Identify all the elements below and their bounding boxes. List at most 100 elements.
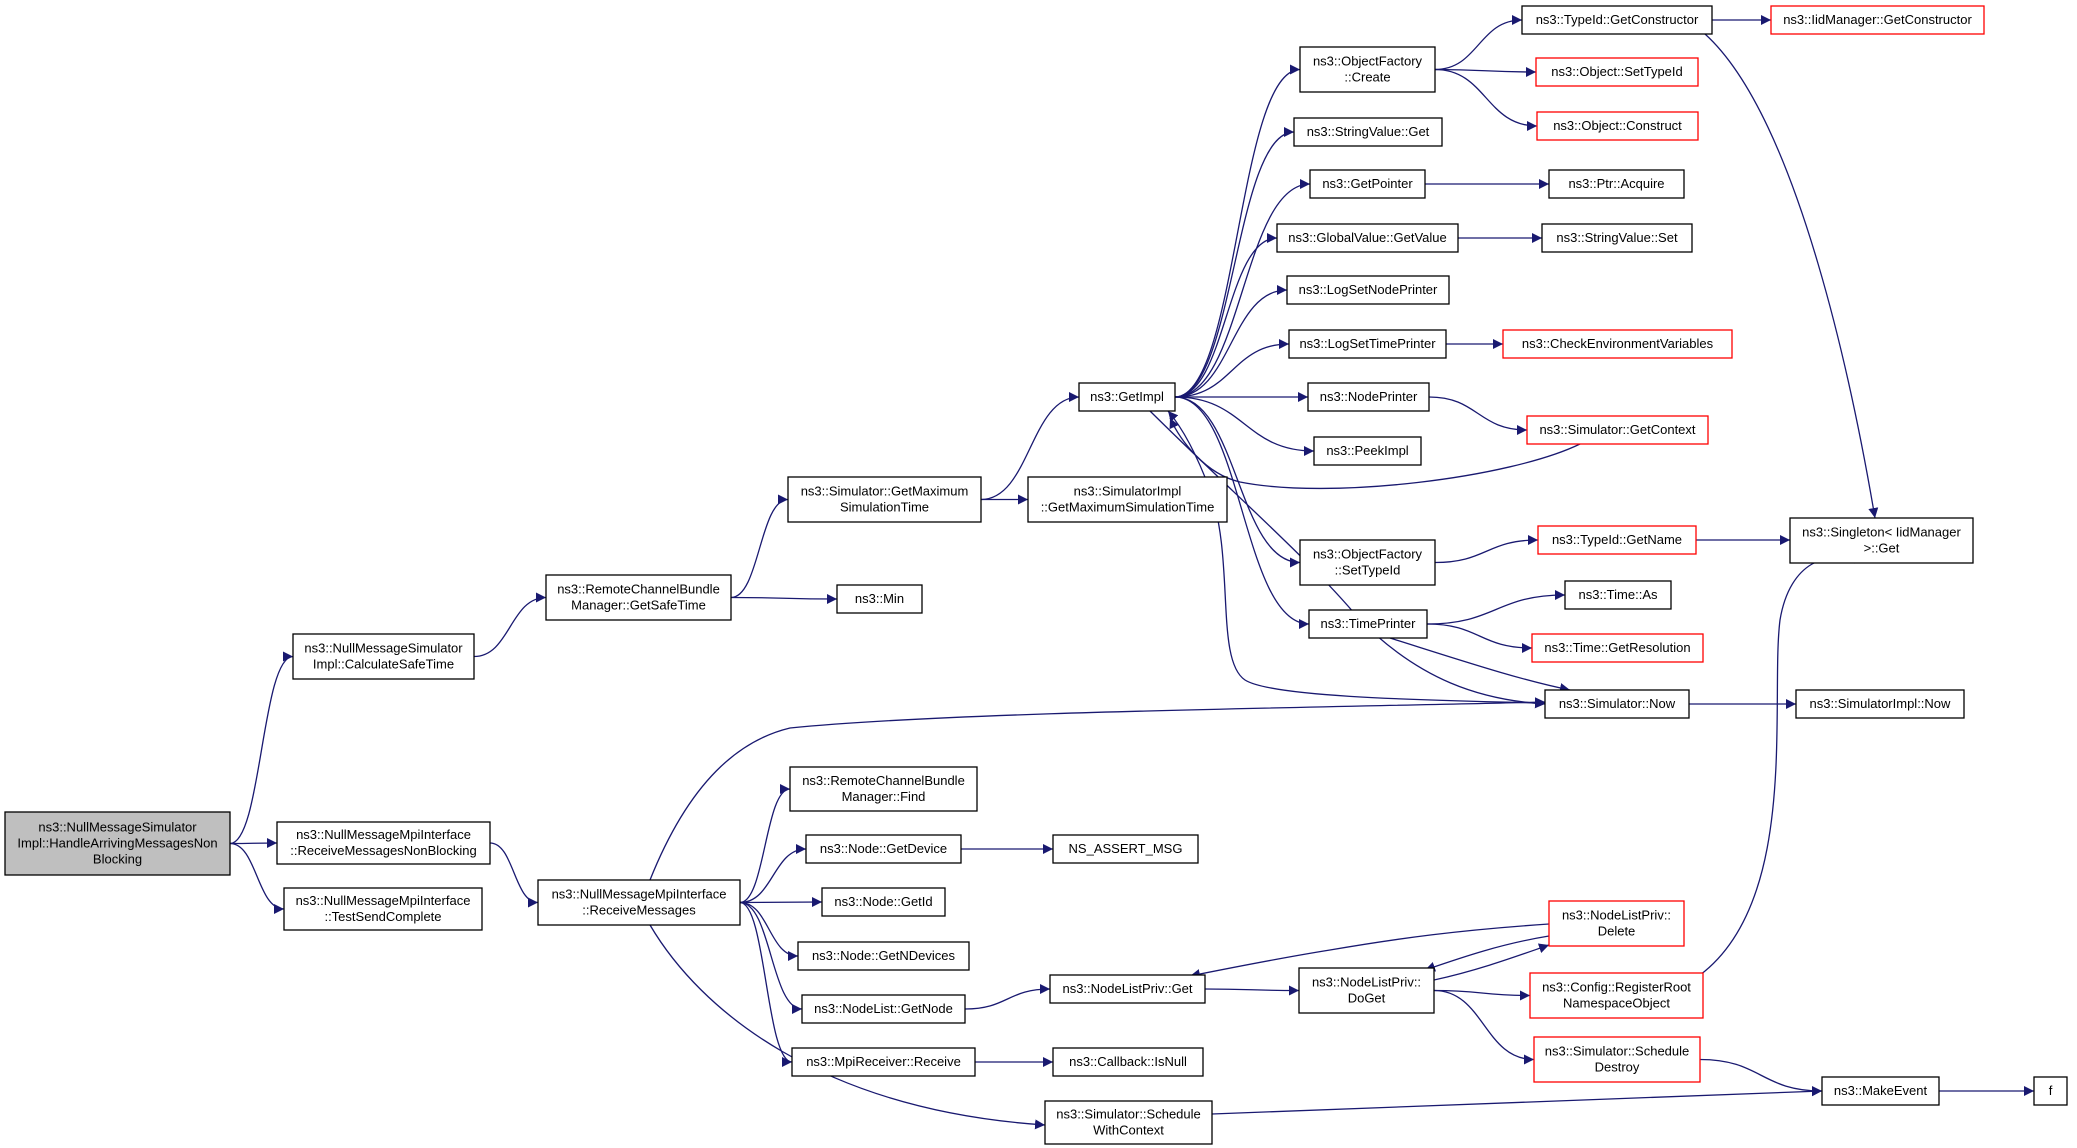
node-label-line: ns3::StringValue::Get <box>1307 124 1430 139</box>
edge-recvMsgs-to-nodeGetDevice <box>739 844 807 904</box>
node-simGetMaxSimTime[interactable]: ns3::Simulator::GetMaximumSimulationTime <box>787 476 982 523</box>
node-nodeGetNDevices[interactable]: ns3::Node::GetNDevices <box>797 941 970 971</box>
edge-getImpl-to-logSetNodePrinter <box>1174 285 1288 398</box>
node-box <box>1789 517 1974 564</box>
node-singletonGet[interactable]: ns3::Singleton< IidManager>::Get <box>1789 517 1974 564</box>
node-label-line: Impl::HandleArrivingMessagesNon <box>17 836 217 851</box>
node-box <box>1027 476 1228 523</box>
edge-timePrinter-to-timeGetRes <box>1426 623 1533 653</box>
node-label-line: ::TestSendComplete <box>324 909 441 924</box>
node-min[interactable]: ns3::Min <box>836 584 923 614</box>
node-label-line: ns3::Simulator::GetMaximum <box>801 484 969 499</box>
node-nlpDelete[interactable]: ns3::NodeListPriv::Delete <box>1548 900 1685 947</box>
node-testSendComplete[interactable]: ns3::NullMessageMpiInterface::TestSendCo… <box>283 887 483 931</box>
node-timeGetRes[interactable]: ns3::Time::GetResolution <box>1531 633 1704 663</box>
node-ptrAcquire[interactable]: ns3::Ptr::Acquire <box>1548 169 1685 199</box>
edge-ofCreate-to-objConstruct <box>1434 68 1538 131</box>
node-timePrinter[interactable]: ns3::TimePrinter <box>1308 609 1428 639</box>
edge-calcSafeTime-to-getSafeTime <box>473 592 547 658</box>
edge-path <box>473 592 547 658</box>
node-simImplGetMax[interactable]: ns3::SimulatorImpl::GetMaximumSimulation… <box>1027 476 1228 523</box>
node-label-line: ns3::Simulator::Now <box>1559 696 1676 711</box>
node-box <box>1293 117 1443 147</box>
edge-recvMsgsNB-to-recvMsgs <box>489 842 539 908</box>
node-label-line: ns3::ObjectFactory <box>1313 547 1423 562</box>
node-simGetContext[interactable]: ns3::Simulator::GetContext <box>1526 415 1709 445</box>
node-nlpGet[interactable]: ns3::NodeListPriv::Get <box>1049 974 1206 1004</box>
edge-nodeListGetNode-to-nlpGet <box>964 984 1051 1010</box>
node-box <box>1052 1047 1204 1077</box>
node-recvMsgs[interactable]: ns3::NullMessageMpiInterface::ReceiveMes… <box>537 879 741 926</box>
node-label-line: NS_ASSERT_MSG <box>1069 841 1183 856</box>
edge-getImpl-to-getPointer <box>1174 179 1311 398</box>
node-objSetTypeId[interactable]: ns3::Object::SetTypeId <box>1535 57 1699 87</box>
edge-path <box>730 593 838 604</box>
node-box <box>1299 46 1436 93</box>
edge-ofCreate-to-tidGetCtor <box>1434 15 1523 71</box>
node-label-line: Destroy <box>1595 1060 1640 1075</box>
node-tidGetCtor[interactable]: ns3::TypeId::GetConstructor <box>1521 5 1713 35</box>
node-nodeGetId[interactable]: ns3::Node::GetId <box>821 887 946 917</box>
node-box <box>797 941 970 971</box>
node-timeAs[interactable]: ns3::Time::As <box>1564 580 1672 610</box>
node-nodeListGetNode[interactable]: ns3::NodeList::GetNode <box>801 994 966 1024</box>
node-nodeGetDevice[interactable]: ns3::Node::GetDevice <box>805 834 962 864</box>
node-simImplNow[interactable]: ns3::SimulatorImpl::Now <box>1795 689 1965 719</box>
node-label-line: ns3::NullMessageMpiInterface <box>296 893 471 908</box>
node-mpiReceive[interactable]: ns3::MpiReceiver::Receive <box>791 1047 976 1077</box>
node-label-line: ns3::TimePrinter <box>1321 616 1417 631</box>
node-makeEvent[interactable]: ns3::MakeEvent <box>1821 1076 1940 1106</box>
node-nlpDoGet[interactable]: ns3::NodeListPriv::DoGet <box>1298 967 1435 1014</box>
nodes-layer: ns3::NullMessageSimulatorImpl::HandleArr… <box>4 5 2068 1145</box>
node-f[interactable]: f <box>2033 1076 2068 1106</box>
node-label-line: ::Create <box>1344 70 1390 85</box>
node-label-line: ns3::Time::As <box>1579 587 1658 602</box>
node-label-line: ns3::TypeId::GetConstructor <box>1536 12 1699 27</box>
node-iidGetCtor[interactable]: ns3::IidManager::GetConstructor <box>1770 5 1985 35</box>
node-getPointer[interactable]: ns3::GetPointer <box>1309 169 1426 199</box>
node-tidGetName[interactable]: ns3::TypeId::GetName <box>1537 525 1697 555</box>
node-calcSafeTime[interactable]: ns3::NullMessageSimulatorImpl::Calculate… <box>292 633 475 680</box>
node-getImpl[interactable]: ns3::GetImpl <box>1078 382 1176 412</box>
edge-path <box>1174 179 1311 398</box>
node-peekImpl[interactable]: ns3::PeekImpl <box>1313 436 1422 466</box>
edge-getImpl-to-gvGetValue <box>1174 233 1278 398</box>
node-box <box>1821 1076 1940 1106</box>
node-nodePrinter[interactable]: ns3::NodePrinter <box>1307 382 1430 412</box>
node-box <box>789 766 978 812</box>
edge-path <box>1204 985 1300 996</box>
node-label-line: ::ReceiveMessagesNonBlocking <box>290 843 476 858</box>
node-checkEnvVars[interactable]: ns3::CheckEnvironmentVariables <box>1502 329 1733 359</box>
node-getSafeTime[interactable]: ns3::RemoteChannelBundleManager::GetSafe… <box>545 574 732 621</box>
node-box <box>1502 329 1733 359</box>
node-label-line: Manager::GetSafeTime <box>571 598 706 613</box>
edge-nlpDoGet-to-simSchedDestroy <box>1433 989 1535 1065</box>
edge-path <box>1167 410 1546 704</box>
node-label-line: ns3::SimulatorImpl::Now <box>1810 696 1951 711</box>
node-box <box>1533 1036 1701 1083</box>
node-recvMsgsNB[interactable]: ns3::NullMessageMpiInterface::ReceiveMes… <box>276 821 491 865</box>
node-simNow[interactable]: ns3::Simulator::Now <box>1544 689 1690 719</box>
node-label-line: ns3::Min <box>855 591 904 606</box>
node-objConstruct[interactable]: ns3::Object::Construct <box>1536 111 1699 141</box>
node-gvGetValue[interactable]: ns3::GlobalValue::GetValue <box>1276 223 1459 253</box>
edge-path <box>229 838 278 849</box>
node-nsAssertMsg[interactable]: NS_ASSERT_MSG <box>1052 834 1199 864</box>
node-logSetNodePrinter[interactable]: ns3::LogSetNodePrinter <box>1286 275 1450 305</box>
node-strValSet[interactable]: ns3::StringValue::Set <box>1541 223 1693 253</box>
node-ofCreate[interactable]: ns3::ObjectFactory::Create <box>1299 46 1436 93</box>
node-ofSetTypeId[interactable]: ns3::ObjectFactory::SetTypeId <box>1299 539 1436 586</box>
edge-path <box>229 842 285 914</box>
edge-simSchedDestroy-to-makeEvent <box>1699 1058 1823 1096</box>
edge-getImpl-to-timePrinter <box>1174 396 1310 629</box>
node-logSetTimePrinter[interactable]: ns3::LogSetTimePrinter <box>1288 329 1447 359</box>
node-strValGet[interactable]: ns3::StringValue::Get <box>1293 117 1443 147</box>
node-cbIsNull[interactable]: ns3::Callback::IsNull <box>1052 1047 1204 1077</box>
edge-ofSetTypeId-to-tidGetName <box>1434 535 1539 564</box>
node-box <box>1044 1100 1213 1145</box>
node-label-line: ::SetTypeId <box>1335 563 1401 578</box>
